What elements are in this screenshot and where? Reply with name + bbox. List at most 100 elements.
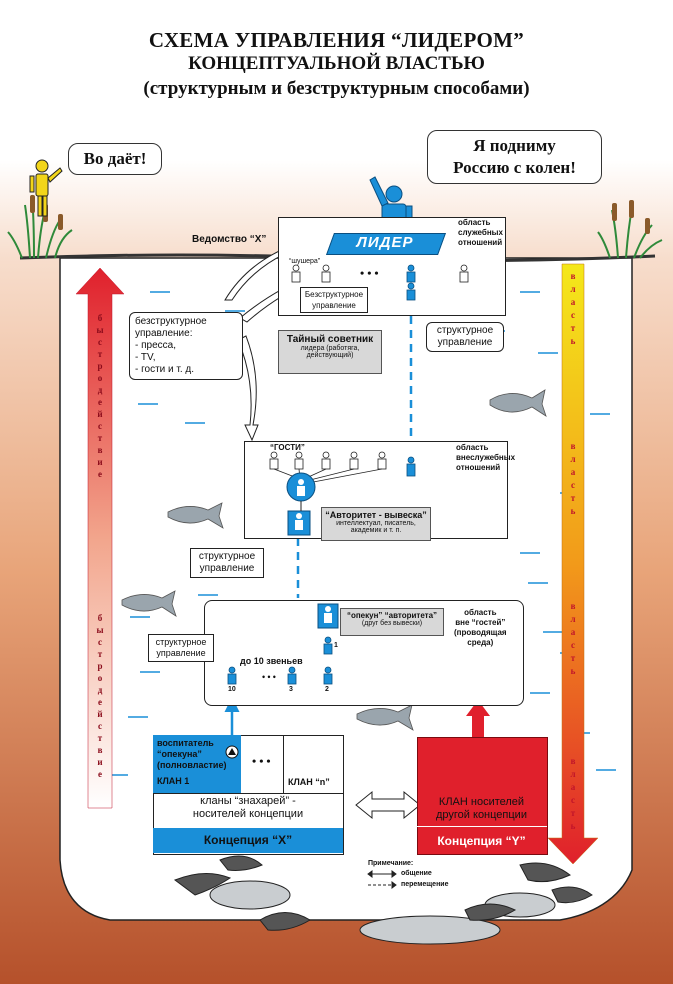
clans-desc-line1: кланы “знахарей” - bbox=[200, 795, 296, 807]
stooge-figures bbox=[291, 264, 469, 301]
structural-mgmt-low-line1: структурное bbox=[155, 637, 207, 647]
clans-desc-line2: носителей концепции bbox=[192, 808, 304, 820]
note-line5: - гости и т. д. bbox=[135, 364, 195, 375]
secret-advisor-sub2: действующий) bbox=[306, 352, 354, 359]
power-letter: л bbox=[570, 284, 576, 294]
structural-mgmt-mid: структурное управление bbox=[190, 548, 264, 578]
stooges-label: “шушера” bbox=[289, 258, 321, 265]
power-letter: с bbox=[571, 795, 575, 805]
clan-y-divider bbox=[417, 826, 547, 827]
secret-advisor-title: Тайный советник bbox=[286, 334, 374, 345]
legend-solid: общение bbox=[401, 870, 432, 877]
note-line4: - TV, bbox=[135, 352, 156, 363]
power-letter: в bbox=[570, 271, 576, 281]
speed-letter: в bbox=[97, 445, 103, 455]
speed-letter: б bbox=[97, 613, 103, 623]
chain-number-3: 3 bbox=[289, 686, 293, 693]
bubble-left-text: Во даёт! bbox=[83, 149, 147, 168]
service-area-line2: служебных bbox=[458, 228, 503, 237]
speed-letter: й bbox=[97, 409, 103, 419]
clans-description: кланы “знахарей” - носителей концепции bbox=[153, 795, 343, 821]
note-line2: управление: bbox=[135, 328, 193, 339]
power-letter: л bbox=[570, 769, 576, 779]
guests-label: “ГОСТИ” bbox=[270, 443, 305, 452]
power-letter: л bbox=[570, 614, 576, 624]
concept-y: Концепция “Y” bbox=[437, 834, 526, 848]
speed-letter: т bbox=[97, 349, 103, 359]
service-area-label: область служебных отношений bbox=[458, 218, 503, 248]
power-letter: а bbox=[570, 467, 576, 477]
power-letter: т bbox=[570, 493, 576, 503]
speed-letter: ы bbox=[96, 625, 104, 635]
secret-advisor-sub1: лидера (работяга, bbox=[300, 345, 360, 352]
power-letter: ь bbox=[570, 336, 576, 346]
concept-x: Концепция “X” bbox=[153, 828, 343, 853]
clan-y-line1: КЛАН носителей bbox=[438, 796, 525, 808]
structural-mgmt-top-line2: управление bbox=[437, 337, 493, 348]
service-area-line3: отношений bbox=[458, 238, 503, 247]
power-letter: т bbox=[570, 653, 576, 663]
speed-letter: й bbox=[97, 709, 103, 719]
power-letter: л bbox=[570, 454, 576, 464]
guests-area-label: область внеслужебных отношений bbox=[456, 443, 515, 473]
clan-y-line2: другой концепции bbox=[436, 809, 527, 821]
bubble-right-line1: Я подниму bbox=[473, 136, 556, 155]
chain-number-10: 10 bbox=[228, 686, 236, 693]
structureless-mgmt-label: Безструктурное управление bbox=[300, 287, 368, 313]
speed-letter: с bbox=[98, 721, 102, 731]
bubble-right: Я подниму Россию с колен! bbox=[427, 130, 602, 184]
educator-line2: “опекуна” bbox=[157, 749, 202, 759]
speed-letter: е bbox=[98, 769, 102, 779]
links-label: до 10 звеньев bbox=[240, 656, 303, 666]
chain-figures bbox=[227, 603, 339, 685]
power-letter: а bbox=[570, 297, 576, 307]
legend-title: Примечание: bbox=[368, 860, 414, 867]
speed-letter: в bbox=[97, 745, 103, 755]
title-line-3: (структурным и безструктурным способами) bbox=[143, 78, 530, 99]
outer-area-line1: область bbox=[464, 608, 497, 617]
leader-label: ЛИДЕР bbox=[356, 234, 414, 251]
outer-area-line2: вне “гостей” bbox=[455, 618, 506, 627]
speed-letter: ы bbox=[96, 325, 104, 335]
secret-advisor-box: Тайный советник лидера (работяга, действ… bbox=[278, 330, 382, 374]
power-letter: т bbox=[570, 808, 576, 818]
educator-line1: воспитатель bbox=[157, 738, 214, 748]
speed-letter: с bbox=[98, 337, 102, 347]
speed-letter: с bbox=[98, 637, 102, 647]
speed-letter: о bbox=[97, 373, 103, 383]
guardians-title: “опекун” “авторитета” bbox=[346, 611, 438, 620]
clan-1-label: КЛАН 1 bbox=[157, 776, 190, 786]
guardians-box: “опекун” “авторитета” (друг без вывески) bbox=[340, 608, 444, 636]
speed-letter: и bbox=[97, 757, 103, 767]
speed-letter: д bbox=[97, 685, 103, 695]
speed-letter: д bbox=[97, 385, 103, 395]
power-letter: ь bbox=[570, 506, 576, 516]
structural-mgmt-low: структурное управление bbox=[148, 634, 214, 662]
clan-n-label: КЛАН “n” bbox=[288, 777, 330, 787]
clan-y-label: КЛАН носителей другой концепции bbox=[417, 796, 546, 822]
outer-area-line4: среда) bbox=[467, 638, 494, 647]
title-line-1: СХЕМА УПРАВЛЕНИЯ “ЛИДЕРОМ” bbox=[148, 28, 525, 52]
clan-y-block bbox=[417, 737, 548, 855]
structureless-mgmt-line2: управление bbox=[312, 301, 356, 310]
educator-cell: воспитатель “опекуна” (полновластие) КЛА… bbox=[153, 735, 241, 793]
guests-area-line3: отношений bbox=[456, 463, 501, 472]
power-letter: в bbox=[570, 756, 576, 766]
authority-box: “Авторитет - вывеска” интеллектуал, писа… bbox=[321, 507, 431, 541]
outer-area-line3: (проводящая bbox=[454, 628, 507, 637]
triangle-circle-icon bbox=[225, 745, 239, 759]
power-letter: ь bbox=[570, 821, 576, 831]
speed-letter: т bbox=[97, 433, 103, 443]
guest-figures bbox=[269, 451, 416, 536]
authority-title: “Авторитет - вывеска” bbox=[325, 510, 427, 520]
speed-letter: т bbox=[97, 649, 103, 659]
guests-area-line2: внеслужебных bbox=[456, 453, 516, 462]
speed-letter: с bbox=[98, 421, 102, 431]
chain-number-2: 2 bbox=[325, 686, 329, 693]
chain-dots: • • • bbox=[262, 672, 276, 682]
